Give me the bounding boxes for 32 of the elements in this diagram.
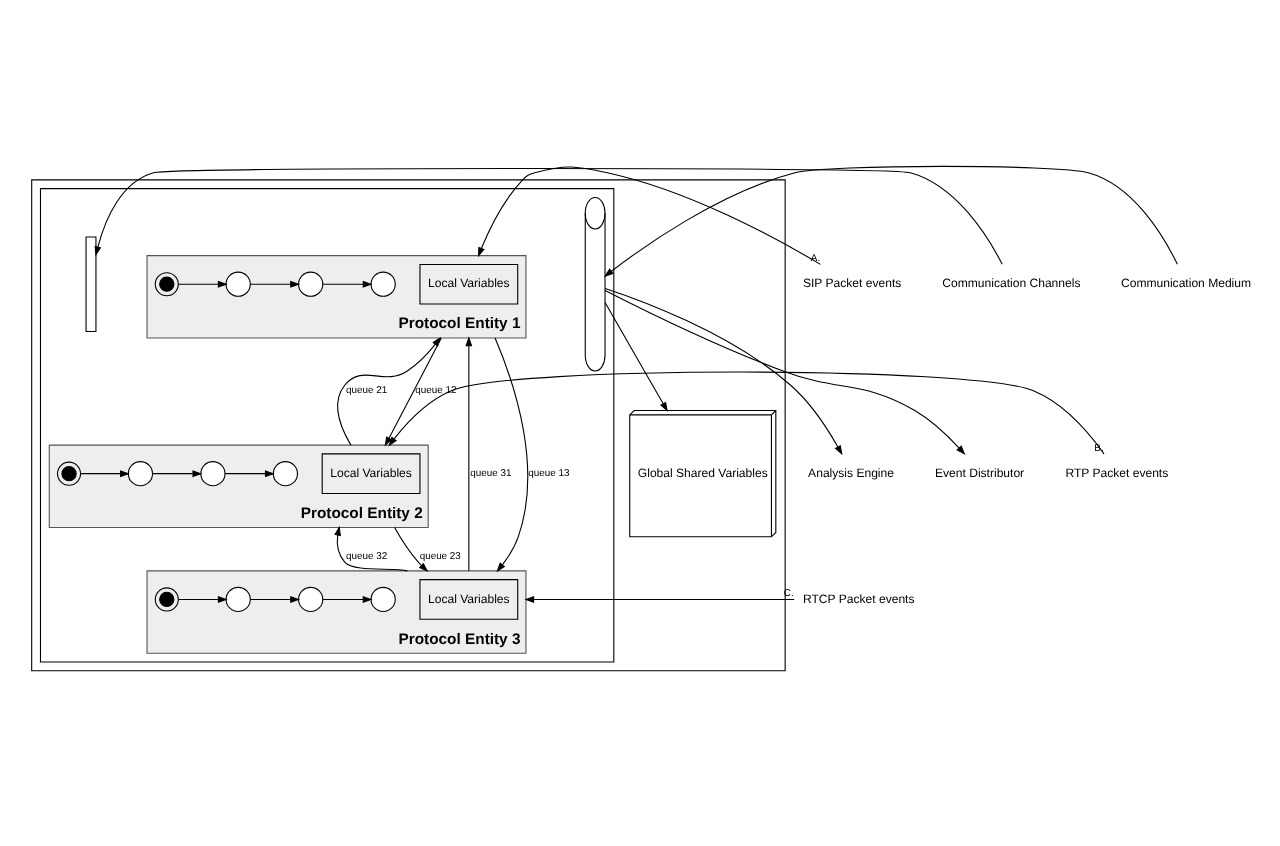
node-circle <box>297 586 323 613</box>
arrow <box>602 165 1177 278</box>
arrow <box>387 371 1104 455</box>
arrow <box>493 337 528 573</box>
node-circle <box>369 586 395 613</box>
cluster <box>30 179 785 672</box>
arrow <box>248 280 300 288</box>
arrow <box>151 470 202 478</box>
arrow <box>393 526 428 572</box>
node-circle <box>224 586 250 613</box>
arrow <box>333 525 407 572</box>
arrow <box>603 289 965 456</box>
arrow <box>176 280 227 288</box>
arrow <box>603 302 667 412</box>
arrow <box>176 595 227 603</box>
arrow <box>79 470 129 478</box>
arrow <box>248 595 300 603</box>
node-circle <box>199 461 225 487</box>
arrow <box>93 168 1002 265</box>
node-circle <box>271 461 298 487</box>
arrow <box>321 595 372 603</box>
arrow <box>223 470 274 478</box>
node-circle <box>297 271 323 297</box>
node-circle <box>126 461 153 487</box>
node-circle <box>224 271 250 297</box>
arrow <box>321 280 372 288</box>
arrow <box>476 166 820 265</box>
node-circle <box>369 271 395 297</box>
arrow <box>464 336 472 572</box>
arrow <box>603 287 842 456</box>
node-bar <box>84 236 96 332</box>
arrow <box>523 595 794 603</box>
